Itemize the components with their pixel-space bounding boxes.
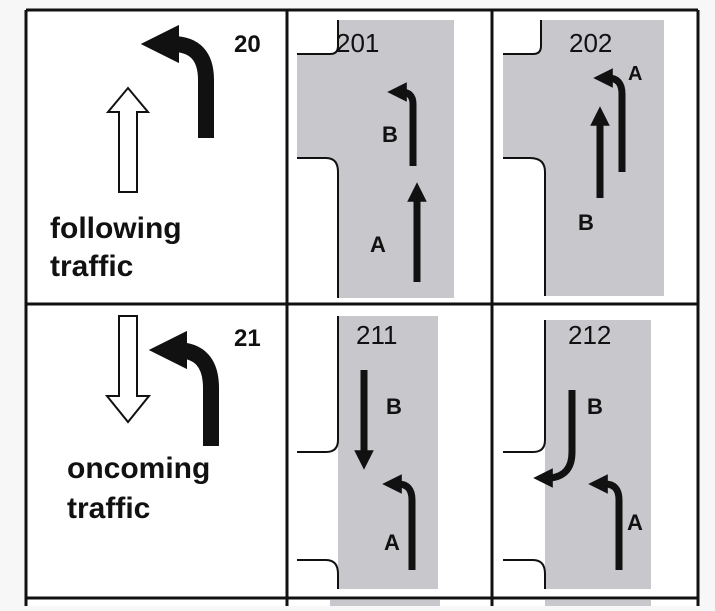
- case-code: 212: [568, 320, 611, 350]
- row-21-key: 21 oncoming traffic: [67, 315, 261, 525]
- case-201: 201 B A: [336, 28, 427, 282]
- down-arrow-outline-icon: [104, 315, 152, 424]
- vehicle-b-left-turn-arrow-icon: [387, 82, 417, 166]
- straight-arrow-outline-icon: [105, 86, 151, 193]
- vehicle-label-b: B: [386, 394, 402, 419]
- vehicle-label-b: B: [578, 210, 594, 235]
- vehicle-b-oncoming-left-arrow-icon: [533, 390, 576, 488]
- case-code: 202: [569, 28, 612, 58]
- left-turn-arrow-icon: [148, 330, 219, 446]
- vehicle-a-left-turn-arrow-icon: [593, 68, 626, 172]
- row-label-line-2: traffic: [50, 250, 133, 283]
- case-code: 211: [356, 320, 397, 350]
- next-row-partial: [330, 600, 651, 606]
- curb-201-bottom: [297, 158, 338, 298]
- curb-212-top: [503, 320, 545, 452]
- row-label-line-2: traffic: [67, 492, 150, 525]
- curb-201-top: [297, 20, 338, 54]
- case-211: 211 B A: [354, 320, 416, 570]
- row-20-key: 20 following traffic: [50, 24, 261, 283]
- vehicle-label-b: B: [587, 394, 603, 419]
- row-label-line-1: following: [50, 212, 182, 245]
- curb-211-top: [297, 316, 338, 452]
- vehicle-a-left-turn-arrow-icon: [588, 474, 623, 570]
- vehicle-label-a: A: [384, 530, 400, 555]
- left-turn-arrow-icon: [140, 24, 214, 138]
- row-code: 21: [234, 325, 261, 352]
- case-code: 201: [336, 28, 379, 58]
- row-code: 20: [234, 31, 261, 58]
- case-212: 212 B A: [533, 320, 643, 570]
- curb-202-top: [503, 20, 541, 54]
- vehicle-label-b: B: [382, 122, 398, 147]
- row-label-line-1: oncoming: [67, 452, 210, 485]
- vehicle-label-a: A: [627, 510, 643, 535]
- vehicle-label-a: A: [370, 232, 386, 257]
- curb-202-bottom: [503, 158, 545, 296]
- case-202: 202 A B: [569, 28, 642, 235]
- curb-outlines: [297, 20, 546, 589]
- table-grid: [24, 8, 700, 606]
- curb-212-bottom: [503, 560, 545, 589]
- vehicle-label-a: A: [628, 63, 642, 85]
- vehicle-a-left-turn-arrow-icon: [382, 474, 416, 570]
- road-area-212: [545, 320, 651, 589]
- curb-211-bottom: [297, 560, 338, 589]
